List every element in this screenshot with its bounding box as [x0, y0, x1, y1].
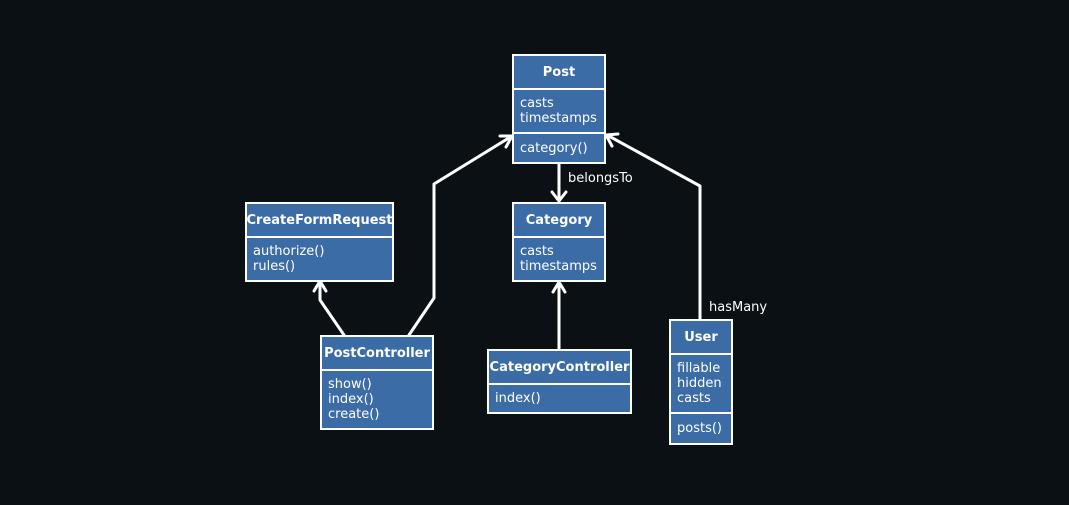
class-create-form-request-methods: authorize() rules() — [247, 236, 392, 280]
method: posts() — [677, 421, 722, 436]
attribute: hidden — [677, 376, 722, 391]
class-category-attributes: casts timestamps — [514, 236, 604, 280]
edge-postcontroller-createformrequest — [312, 279, 346, 337]
attribute: timestamps — [520, 111, 597, 126]
class-user-attributes: fillable hidden casts — [671, 353, 731, 412]
class-category[interactable]: Category casts timestamps — [512, 202, 606, 282]
class-user[interactable]: User fillable hidden casts posts() — [669, 319, 733, 445]
class-user-name: User — [684, 329, 718, 345]
class-category-controller-name: CategoryController — [489, 359, 630, 375]
edge-post-category — [550, 161, 568, 203]
class-category-controller[interactable]: CategoryController index() — [487, 349, 632, 414]
method: category() — [520, 140, 588, 156]
class-category-controller-methods: index() — [489, 383, 630, 412]
class-post[interactable]: Post casts timestamps category() — [512, 54, 606, 164]
edge-label-has-many: hasMany — [709, 300, 768, 315]
class-post-controller-name: PostController — [324, 345, 430, 361]
edge-categorycontroller-category — [551, 280, 567, 351]
class-create-form-request-name: CreateFormRequest — [246, 212, 393, 228]
edge-user-post — [604, 132, 702, 321]
method: index() — [495, 391, 541, 406]
attribute: casts — [520, 96, 554, 111]
class-post-name: Post — [542, 64, 576, 80]
attribute: timestamps — [520, 259, 597, 274]
class-create-form-request[interactable]: CreateFormRequest authorize() rules() — [245, 202, 394, 282]
edge-label-belongs-to: belongsTo — [568, 171, 633, 186]
class-user-methods: posts() — [671, 412, 731, 443]
method: create() — [328, 407, 380, 422]
attribute: casts — [677, 391, 711, 406]
class-post-controller[interactable]: PostController show() index() create() — [320, 335, 434, 430]
attribute: fillable — [677, 361, 721, 376]
method: rules() — [253, 259, 296, 274]
method: authorize() — [253, 244, 325, 259]
method: index() — [328, 392, 374, 407]
class-post-controller-methods: show() index() create() — [322, 369, 432, 428]
class-category-name: Category — [525, 212, 593, 228]
edge-postcontroller-post — [407, 134, 514, 337]
class-post-methods: category() — [514, 132, 604, 162]
method: show() — [328, 377, 372, 392]
attribute: casts — [520, 244, 554, 259]
class-post-attributes: casts timestamps — [514, 88, 604, 132]
